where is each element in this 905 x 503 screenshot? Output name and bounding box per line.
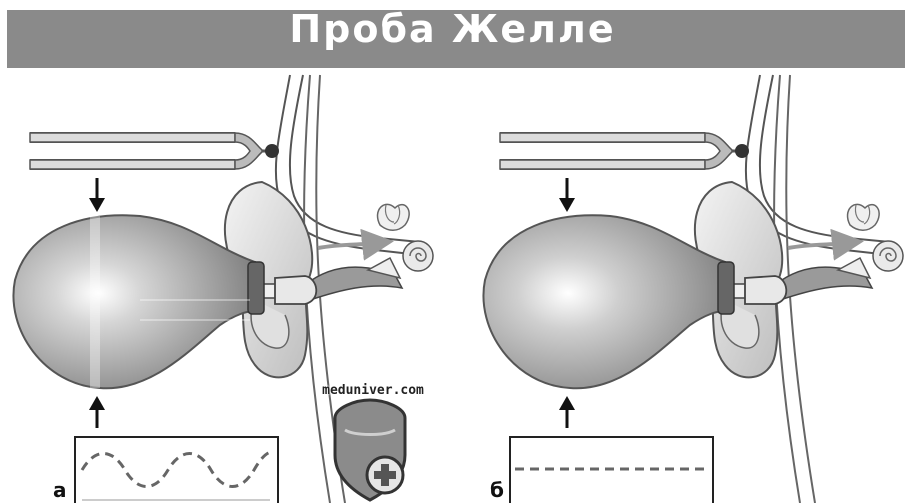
trace-box-a xyxy=(75,437,278,503)
watermark-text: meduniver.com xyxy=(298,383,448,398)
watermark-badge xyxy=(335,400,405,500)
trace-box-b xyxy=(510,437,713,503)
diagram-canvas xyxy=(0,68,905,503)
panel-label-b: б xyxy=(490,478,504,502)
panel-label-a: а xyxy=(53,478,67,502)
page-title: Проба Желле xyxy=(0,0,905,58)
